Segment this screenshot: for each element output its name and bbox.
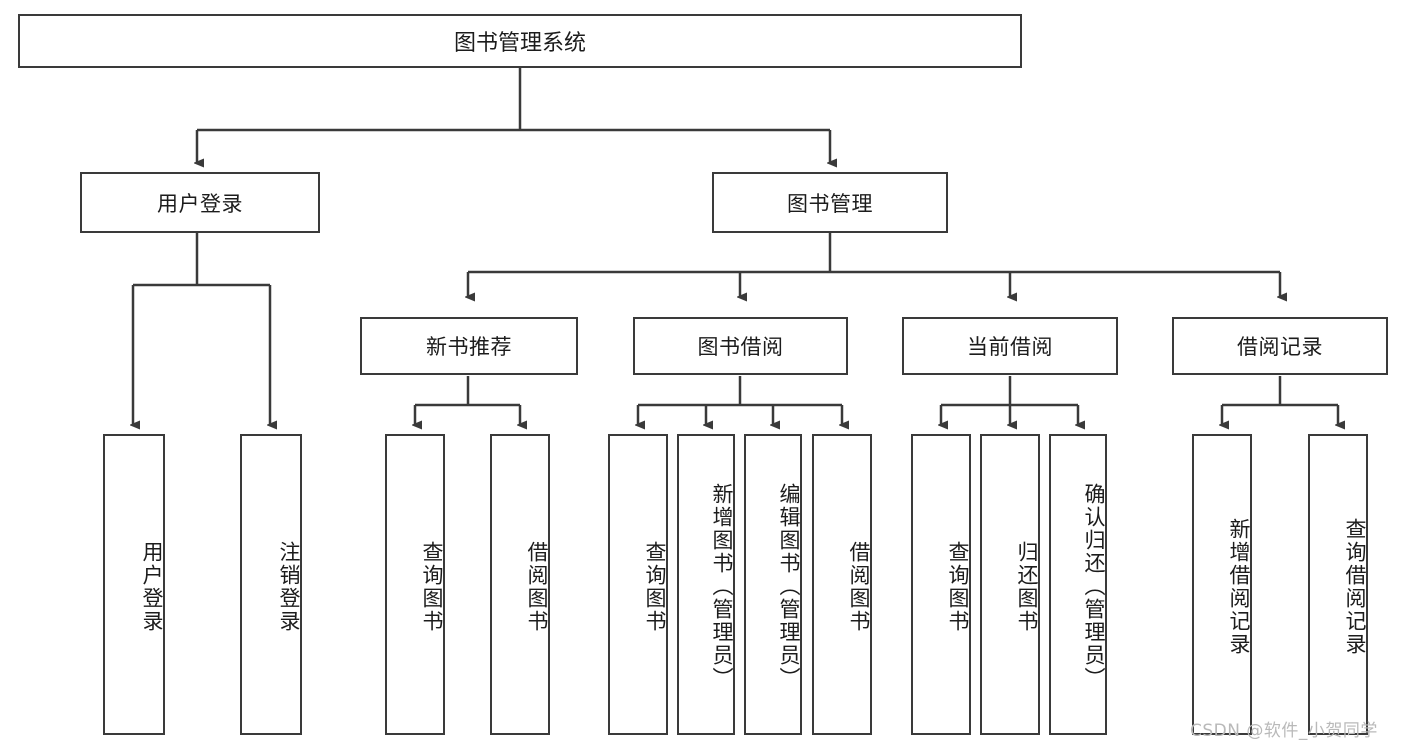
node-leaf-return-book[interactable]: 归还图书 <box>980 434 1040 735</box>
node-borrow-record-label: 借阅记录 <box>1237 335 1323 359</box>
node-root-label: 图书管理系统 <box>453 31 586 56</box>
node-current-borrow[interactable]: 当前借阅 <box>902 317 1118 375</box>
node-leaf-edit-book-label: 编辑图书（管理员） <box>777 483 801 690</box>
node-leaf-return-book-label: 归还图书 <box>1015 540 1039 633</box>
node-leaf-query-book-2[interactable]: 查询图书 <box>608 434 668 735</box>
node-leaf-add-record[interactable]: 新增借阅记录 <box>1192 434 1252 735</box>
node-leaf-borrow-book-1-label: 借阅图书 <box>525 540 549 633</box>
node-leaf-confirm-return[interactable]: 确认归还（管理员） <box>1049 434 1107 735</box>
node-book-borrow-label: 图书借阅 <box>697 335 784 359</box>
node-user-login-label: 用户登录 <box>157 191 243 216</box>
node-new-book-rec[interactable]: 新书推荐 <box>360 317 578 375</box>
node-leaf-query-book-1[interactable]: 查询图书 <box>385 434 445 735</box>
node-leaf-confirm-return-label: 确认归还（管理员） <box>1082 483 1106 690</box>
node-leaf-user-logout-label: 注销登录 <box>277 540 301 633</box>
node-new-book-rec-label: 新书推荐 <box>426 335 512 359</box>
node-user-login[interactable]: 用户登录 <box>80 172 320 233</box>
node-leaf-borrow-book-2-label: 借阅图书 <box>847 540 871 633</box>
watermark-text: CSDN @软件_小贺同学 <box>1190 721 1378 741</box>
node-book-borrow[interactable]: 图书借阅 <box>633 317 848 375</box>
node-leaf-borrow-book-1[interactable]: 借阅图书 <box>490 434 550 735</box>
node-root[interactable]: 图书管理系统 <box>18 14 1022 68</box>
node-current-borrow-label: 当前借阅 <box>967 335 1053 359</box>
node-leaf-add-book[interactable]: 新增图书（管理员） <box>677 434 735 735</box>
node-leaf-query-record-label: 查询借阅记录 <box>1343 517 1367 656</box>
node-leaf-user-login-label: 用户登录 <box>140 540 164 633</box>
node-book-manage-label: 图书管理 <box>787 191 873 216</box>
node-leaf-query-record[interactable]: 查询借阅记录 <box>1308 434 1368 735</box>
node-leaf-user-logout[interactable]: 注销登录 <box>240 434 302 735</box>
node-leaf-borrow-book-2[interactable]: 借阅图书 <box>812 434 872 735</box>
node-leaf-user-login[interactable]: 用户登录 <box>103 434 165 735</box>
node-leaf-query-book-2-label: 查询图书 <box>643 540 667 633</box>
node-leaf-query-book-1-label: 查询图书 <box>420 540 444 633</box>
node-leaf-add-book-label: 新增图书（管理员） <box>710 483 734 690</box>
node-book-manage[interactable]: 图书管理 <box>712 172 948 233</box>
node-borrow-record[interactable]: 借阅记录 <box>1172 317 1388 375</box>
node-leaf-add-record-label: 新增借阅记录 <box>1227 517 1251 656</box>
node-leaf-edit-book[interactable]: 编辑图书（管理员） <box>744 434 802 735</box>
node-leaf-query-book-3[interactable]: 查询图书 <box>911 434 971 735</box>
node-leaf-query-book-3-label: 查询图书 <box>946 540 970 633</box>
